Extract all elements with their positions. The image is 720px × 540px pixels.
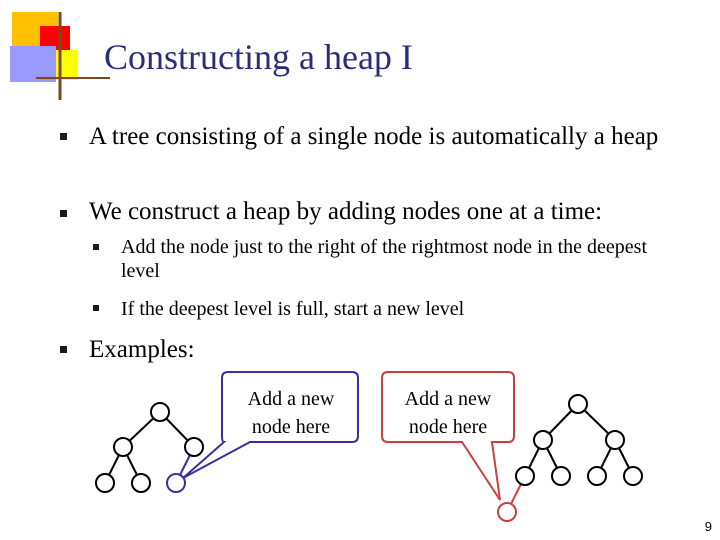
- right-tree-edges: [506, 403, 634, 513]
- tree-node: [587, 466, 607, 486]
- sub-bullet-marker: [93, 305, 99, 311]
- tree-node: [150, 402, 170, 422]
- tree-node: [131, 473, 151, 493]
- bullet-construct: We construct a heap by adding nodes one …: [89, 198, 603, 225]
- tree-node: [533, 430, 553, 450]
- right-callout-text: Add a new node here: [404, 388, 492, 438]
- tree-node: [551, 466, 571, 486]
- tree-node: [623, 466, 643, 486]
- left-callout-text: Add a new node here: [247, 388, 335, 438]
- bullet-marker: [60, 210, 67, 217]
- right-callout-bubble: [381, 371, 515, 501]
- left-callout-bubble: [182, 371, 359, 479]
- sub-bullet-marker: [93, 244, 99, 250]
- logo-purple-square: [10, 46, 56, 82]
- tree-node: [605, 430, 625, 450]
- new-node-right: [497, 502, 517, 522]
- tree-node: [184, 437, 204, 457]
- right-tree-nodes: [497, 394, 643, 522]
- page-number: 9: [704, 519, 712, 534]
- left-tree-nodes: [95, 402, 204, 493]
- bullet-single-node: A tree consisting of a single node is au…: [89, 123, 659, 150]
- new-node-left: [166, 473, 186, 493]
- bullet-marker: [60, 346, 67, 353]
- page-title: Constructing a heap I: [104, 37, 413, 77]
- tree-node: [113, 437, 133, 457]
- tree-node: [95, 473, 115, 493]
- sub-bullet-new-level: If the deepest level is full, start a ne…: [121, 298, 465, 320]
- tree-node: [568, 394, 588, 414]
- bullet-marker: [60, 133, 67, 140]
- tree-node: [515, 466, 535, 486]
- logo-squares: [10, 12, 110, 100]
- bullet-examples: Examples:: [89, 336, 195, 363]
- sub-bullet-add-node: Add the node just to the right of the ri…: [121, 236, 648, 282]
